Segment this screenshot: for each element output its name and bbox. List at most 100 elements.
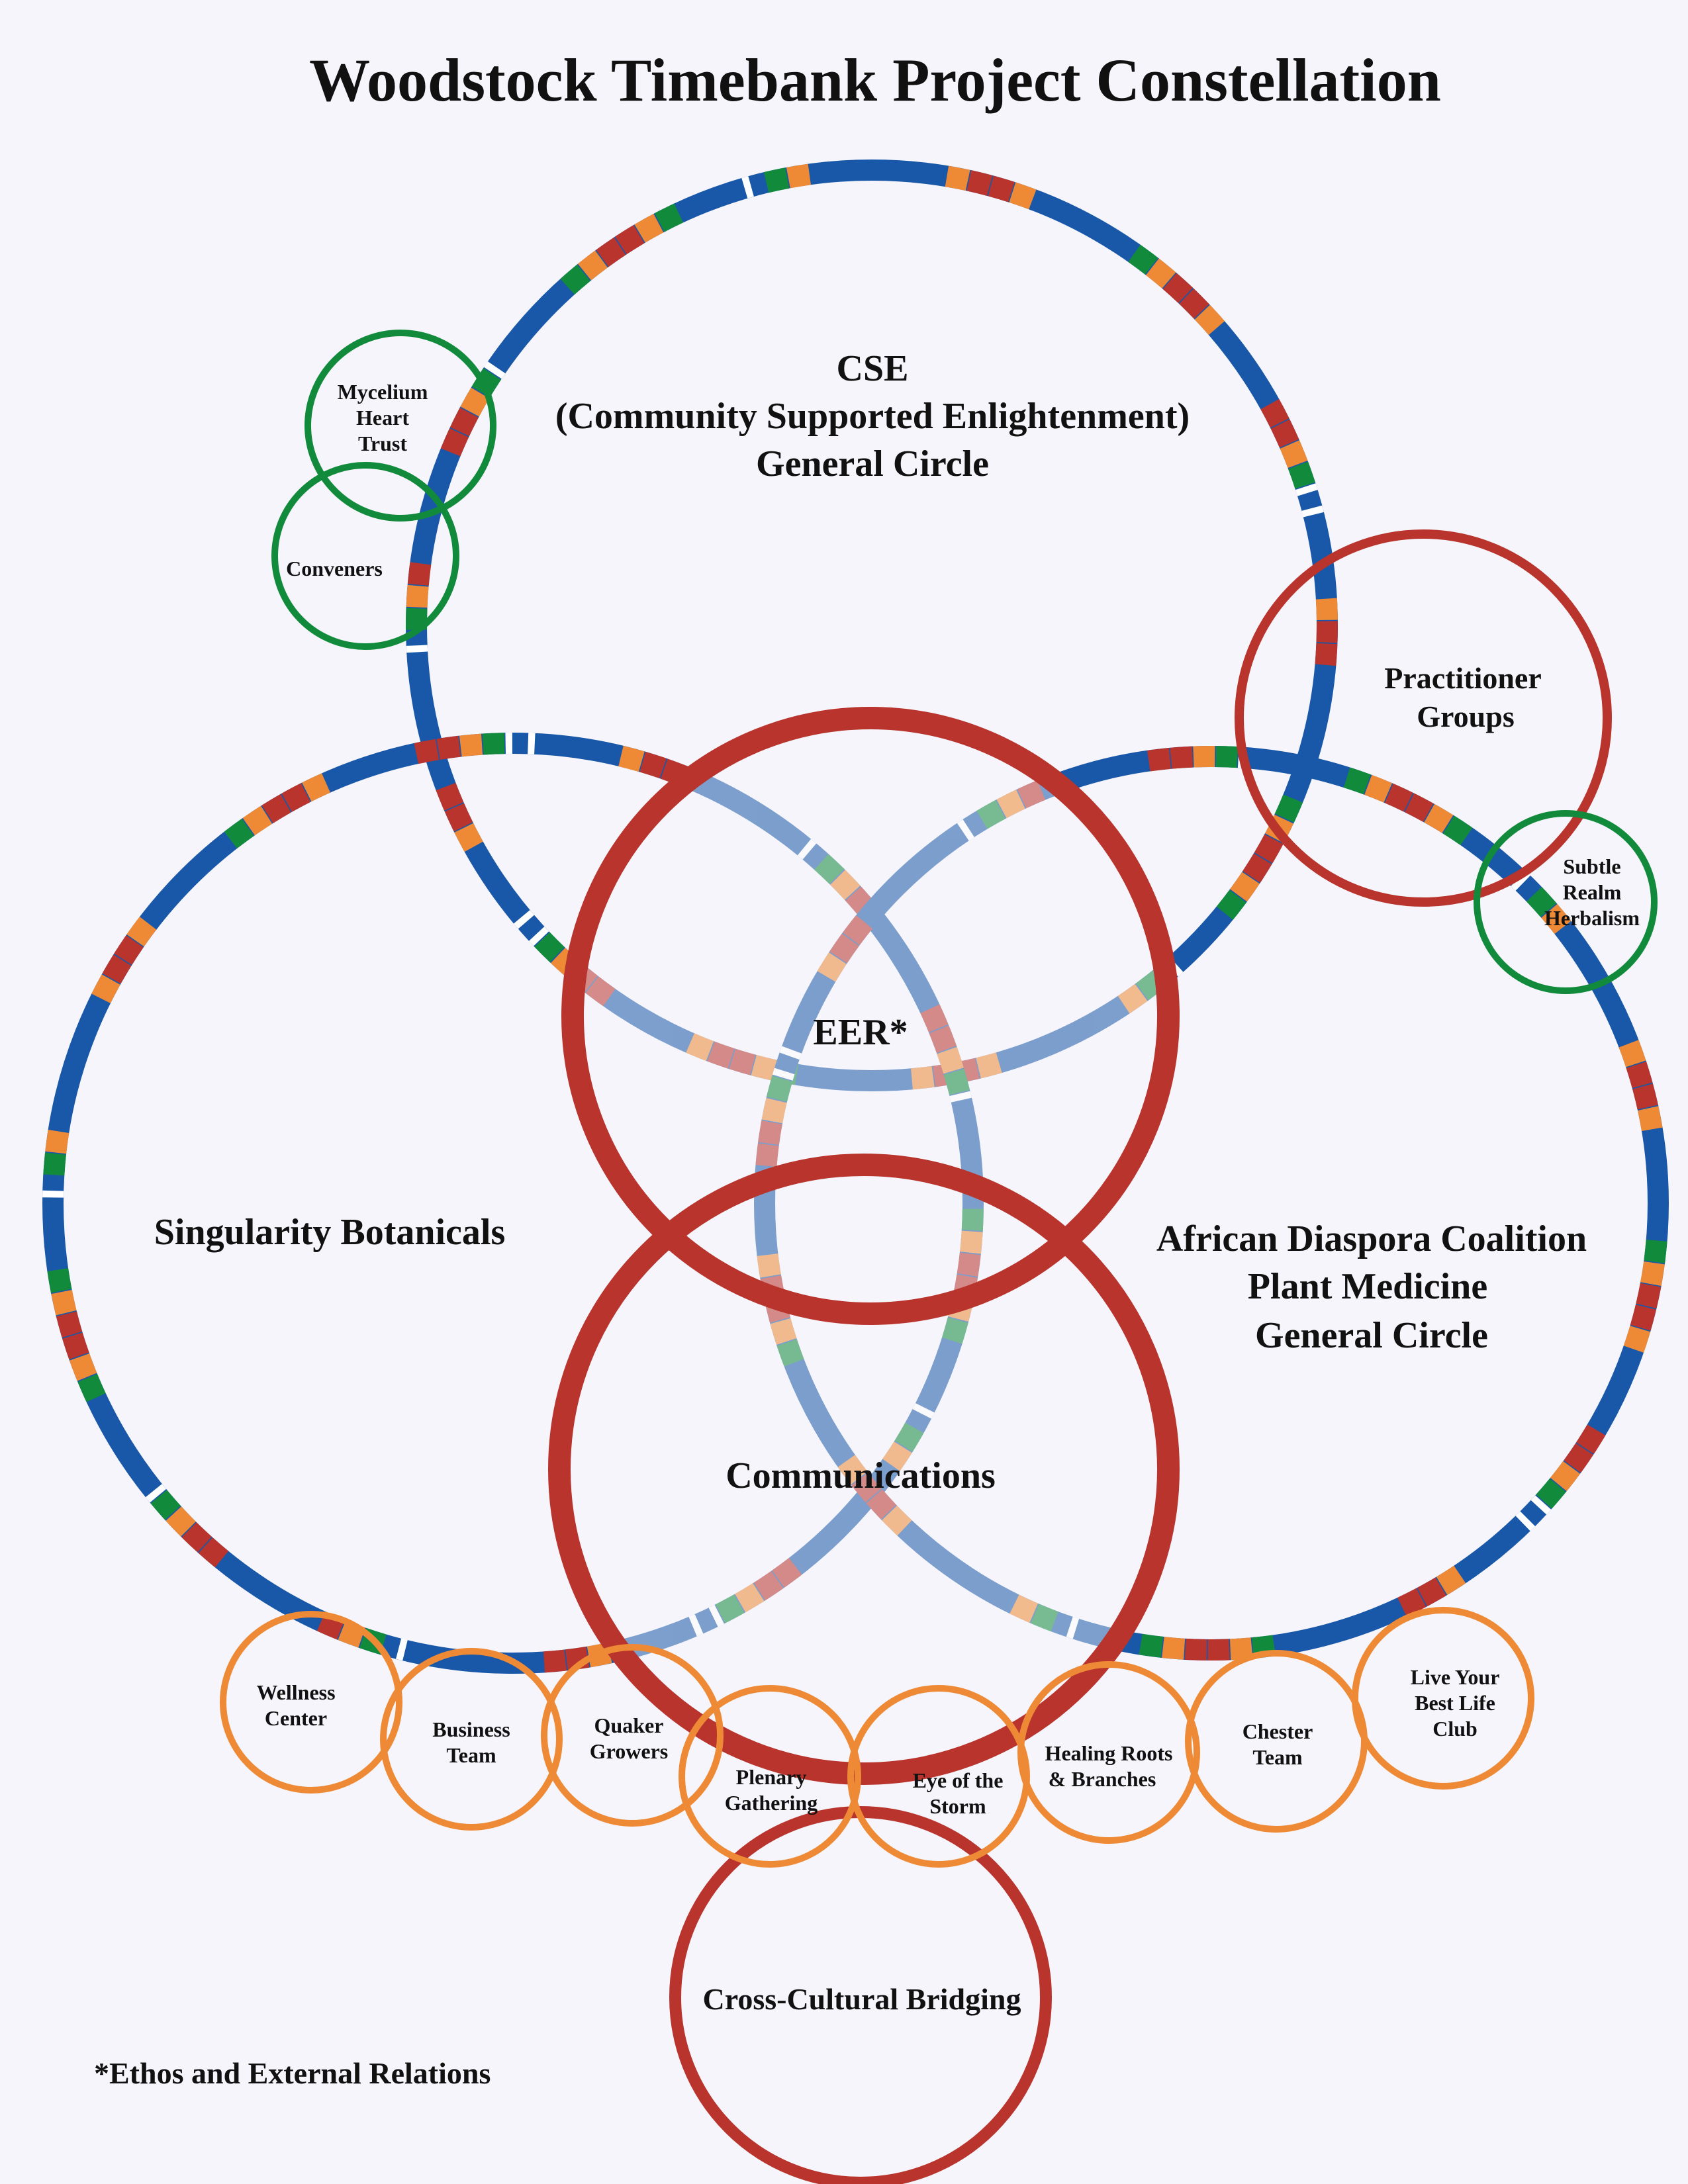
ring-accent-segment [761,1098,787,1124]
ring-accent-segment [1301,505,1324,518]
ring-accent-segment [941,1317,968,1344]
quaker-growers-circle [541,1644,724,1827]
footnote: *Ethos and External Relations [94,2056,491,2090]
ring-accent-segment [786,163,812,189]
ring-accent-segment [686,1033,714,1062]
ring-accent-segment [114,935,144,965]
ring-accent-segment [165,1506,196,1537]
ring-accent-segment [181,1522,212,1553]
ring-accent-segment [1162,1637,1186,1660]
ring-accent-segment [837,1455,868,1485]
ring-accent-segment [715,1594,745,1623]
ring-accent-segment [449,407,479,437]
ring-accent-segment [1179,289,1209,319]
ring-accent-segment [145,1484,167,1503]
ring-accent-segment [560,264,590,295]
ring-accent-segment [707,1041,735,1069]
ring-accent-segment [436,735,461,760]
ring-accent-segment [688,1614,704,1637]
ring-accent-segment [1274,794,1303,823]
ring-accent-segment [1644,1240,1667,1263]
ring-accent-segment [407,562,432,586]
subtle-realm-label-line-1: Subtle [1563,854,1620,878]
wellness-label-line-1: Wellness [256,1680,335,1704]
ring-accent-segment [639,751,667,779]
ring-accent-segment [1636,1283,1662,1308]
ring-accent-segment [763,167,790,193]
business-team-circle [380,1648,563,1831]
ring-accent-segment [829,933,859,964]
mycelium-label-line-1: Mycelium [338,380,428,404]
ring-accent-segment [817,952,847,982]
ring-accent-segment [830,870,861,900]
ring-accent-segment [1009,182,1037,210]
healing-roots-branches-circle [1017,1661,1200,1844]
mycelium-label-line-2: Heart [356,406,409,430]
ring-accent-segment [405,608,428,630]
ring-accent-segment [528,926,549,946]
ring-accent-segment [396,1638,408,1661]
live-best-label-line-3: Club [1432,1717,1477,1741]
ring-accent-segment [776,1339,804,1367]
ring-accent-segment [45,1130,70,1154]
ring-accent-segment [198,1537,229,1568]
ring-accent-segment [585,976,616,1007]
ring-accent-segment [996,790,1025,819]
ring-accent-segment [949,1091,972,1103]
ring-accent-segment [1576,1424,1606,1454]
ring-accent-segment [929,1025,957,1054]
ring-accent-segment [976,1052,1002,1079]
ring-accent-segment [976,799,1006,829]
ring-accent-segment [654,203,684,232]
ring-accent-segment [772,1068,795,1081]
ring-accent-segment [1316,621,1338,643]
ring-accent-segment [543,1649,567,1673]
plenary-gathering-circle [679,1685,861,1868]
ring-accent-segment [261,794,291,823]
ring-accent-segment [454,823,483,852]
practitioner-groups-circle [1235,529,1612,907]
live-your-best-life-club-circle [1352,1607,1534,1790]
healing-roots-label-line-1: Healing Roots [1045,1741,1173,1765]
ring-accent-segment [1135,970,1158,1001]
ring-accent-segment [882,1505,912,1536]
ring-accent-segment [1017,780,1046,809]
ring-accent-segment [1550,1461,1581,1492]
ring-accent-segment [1424,803,1454,833]
ring-accent-segment [945,165,970,191]
ring-accent-segment [1030,1604,1058,1632]
ring-accent-segment [102,954,132,984]
ring-base [569,728,1158,1091]
african-diaspora-label-line-2: Plant Medicine [1248,1266,1487,1307]
communications-circle [548,1154,1180,1785]
ring-accent-segment [1288,461,1315,489]
ring-accent-segment [1417,1577,1446,1607]
ring-accent-segment [957,819,974,841]
ring-accent-segment [406,645,428,653]
eer-circle [561,707,1180,1325]
singularity-botanicals-label: Singularity Botanicals [154,1212,506,1253]
ring-accent-segment [634,213,664,243]
ring-accent-segment [51,1289,77,1316]
ring-accent-segment [1315,643,1338,666]
ring-accent-segment [755,1143,779,1167]
chester-label-line-1: Chester [1243,1719,1313,1743]
cross-cultural-bridging-label: Cross-Cultural Bridging [703,1982,1021,2016]
conveners-circle [271,462,459,650]
ring-accent-segment [1530,1495,1552,1515]
ring-accent-segment [1623,1326,1651,1353]
eye-storm-label-line-2: Storm [929,1794,986,1818]
ring-accent-segment [1436,1565,1466,1596]
ring-accent-segment [1215,746,1239,768]
quaker-label-line-1: Quaker [594,1713,664,1737]
ring-accent-segment [440,428,469,457]
african-diaspora-label-line-3: General Circle [1255,1315,1488,1356]
ring-accent-segment [1536,1479,1566,1509]
ring-accent-segment [1193,745,1215,768]
ring-accent-segment [814,854,845,884]
ring-accent-segment [1147,747,1171,772]
ring-accent-segment [797,839,817,860]
ring-accent-segment [741,176,754,199]
